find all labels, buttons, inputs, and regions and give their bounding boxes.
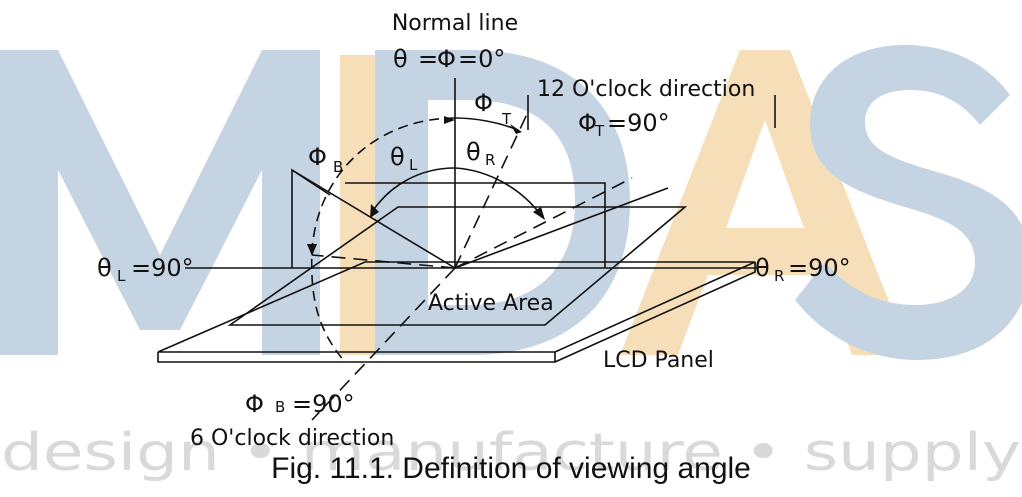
six-oclock-label: 6 O'clock direction	[190, 426, 394, 451]
arc-phi-t-sub: T	[501, 110, 512, 128]
arrowheads	[307, 116, 545, 256]
arc-phi-b-sub: B	[333, 158, 343, 176]
watermark-letter-s	[795, 45, 1022, 360]
arrow-phi-b	[307, 244, 317, 256]
normal-line-label: Normal line	[392, 11, 518, 36]
normal-eq-theta: θ	[393, 45, 408, 73]
phi-b-value-label: Φ B =90°	[245, 390, 355, 418]
figure-caption: Fig. 11.1. Definition of viewing angle	[271, 452, 751, 485]
six-oclock-ray	[311, 267, 456, 421]
active-area-outline	[227, 206, 688, 326]
arrow-normal-top	[444, 116, 455, 124]
phi-t-value-label: Φ T =90°	[578, 109, 670, 140]
arc-phi-t-label: Φ T	[474, 89, 512, 128]
normal-eq-value: =0°	[458, 45, 505, 73]
twelve-oclock-ray	[454, 177, 633, 269]
arrow-theta-r	[533, 207, 545, 220]
arc-theta-l-label: θ L	[390, 143, 418, 174]
arrow-theta-l	[370, 204, 379, 218]
phi-b-symbol: Φ	[245, 390, 264, 418]
lcd-panel-edge	[157, 262, 756, 363]
reference-plane-diag	[291, 169, 456, 269]
phi-b-value: =90°	[292, 390, 355, 418]
theta-r-symbol: θ	[755, 254, 770, 282]
phi-t-sub: T	[594, 122, 605, 140]
labels: Normal line θ = Φ =0° 12 O'clock directi…	[97, 11, 851, 451]
arc-theta-r-label: θ R	[466, 138, 495, 169]
active-area-label: Active Area	[428, 291, 554, 316]
dashed-rays	[311, 111, 633, 421]
theta-r-sub: R	[774, 267, 784, 285]
watermark-tagline: design • manufacture • supply	[1, 423, 1021, 483]
phi-t-ray	[454, 111, 529, 269]
arc-theta-r-sub: R	[485, 151, 495, 169]
theta-r-arc	[454, 167, 541, 215]
watermark: design • manufacture • supply	[0, 45, 1022, 483]
normal-equation: θ = Φ =0°	[393, 45, 505, 73]
arc-theta-r-symbol: θ	[466, 138, 481, 166]
theta-l-value-label: θ L =90°	[97, 254, 194, 285]
phi-b-arc	[310, 117, 456, 363]
theta-l-sub: L	[117, 267, 126, 285]
arc-phi-b-label: Φ B	[308, 143, 343, 176]
arc-phi-t-symbol: Φ	[474, 89, 493, 117]
normal-eq-phi: Φ	[437, 45, 456, 73]
lcd-panel-label: LCD Panel	[603, 348, 714, 373]
phi-t-value: =90°	[607, 109, 670, 137]
theta-r-value: =90°	[788, 254, 851, 282]
phi-b-sub: B	[275, 398, 285, 416]
reference-plane	[291, 168, 606, 268]
watermark-letter-d	[375, 50, 630, 355]
twelve-oclock-label: 12 O'clock direction	[537, 77, 755, 102]
phi-t-symbol: Φ	[578, 109, 597, 137]
theta-r-value-label: θ R =90°	[755, 254, 851, 285]
normal-eq-equals: =	[418, 45, 438, 73]
theta-l-ray	[311, 254, 456, 269]
theta-r-ray	[454, 187, 669, 269]
arc-phi-b-symbol: Φ	[308, 143, 327, 171]
arc-theta-l-sub: L	[409, 156, 418, 174]
watermark-letter-m	[0, 50, 320, 355]
theta-l-value: =90°	[131, 254, 194, 282]
arrow-phi-t	[510, 124, 522, 134]
theta-l-arc	[371, 167, 456, 213]
arc-theta-l-symbol: θ	[390, 143, 405, 171]
theta-l-symbol: θ	[97, 254, 112, 282]
